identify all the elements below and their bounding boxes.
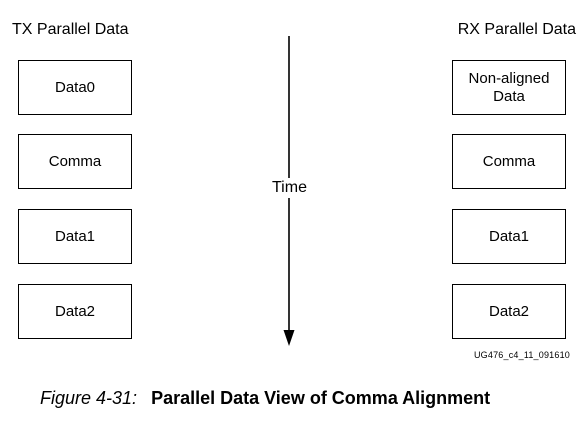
tx-block-label: Data0 (54, 78, 96, 96)
rx-block-label: Data1 (488, 227, 530, 245)
rx-block-label: Non-aligned Data (469, 70, 550, 106)
tx-block-data2: Data2 (18, 284, 132, 339)
figure-title: Parallel Data View of Comma Alignment (151, 388, 491, 408)
tx-block-label: Comma (48, 152, 102, 170)
tx-block-comma: Comma (18, 134, 132, 189)
rx-block-non-aligned-data: Non-aligned Data (452, 60, 566, 115)
tx-block-label: Data2 (54, 302, 96, 320)
tx-block-data1: Data1 (18, 209, 132, 264)
rx-column-title: RX Parallel Data (457, 21, 576, 38)
rx-block-label-line: Non-aligned (468, 69, 550, 87)
rx-block-comma: Comma (452, 134, 566, 189)
rx-block-label: Comma (482, 152, 536, 170)
tx-column-title: TX Parallel Data (12, 21, 129, 38)
tx-block-label: Data1 (54, 227, 96, 245)
document-id: UG476_c4_11_091610 (473, 350, 570, 360)
tx-block-data0: Data0 (18, 60, 132, 115)
figure-caption: Figure 4-31: Parallel Data View of Comma … (40, 387, 490, 409)
rx-block-data2: Data2 (452, 284, 566, 339)
figure-number: Figure 4-31: (40, 388, 138, 408)
rx-block-label-line: Data (493, 87, 525, 105)
rx-block-label: Data2 (488, 302, 530, 320)
time-arrow-head (283, 330, 295, 346)
time-label: Time (270, 178, 309, 198)
rx-block-data1: Data1 (452, 209, 566, 264)
